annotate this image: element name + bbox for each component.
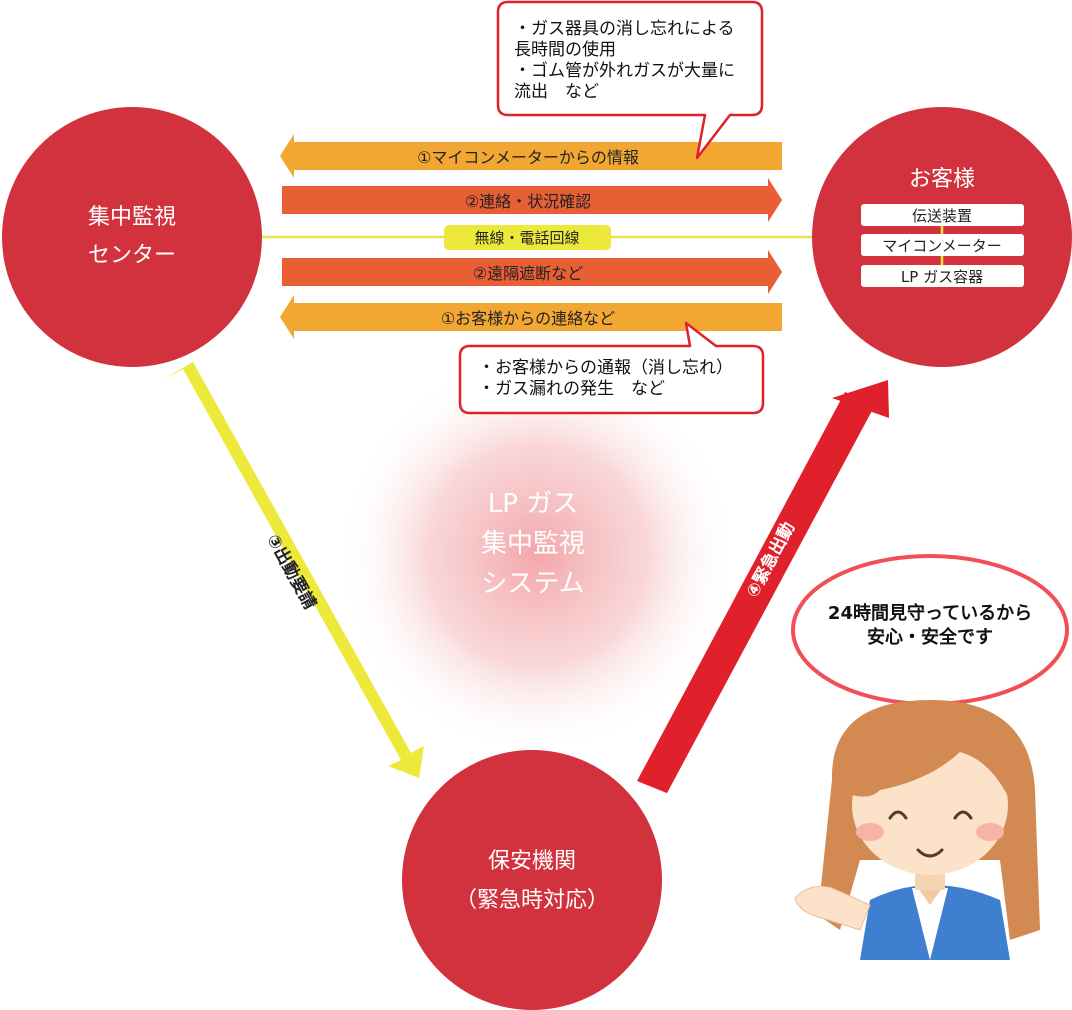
- arrow-remote-shutoff: ②遠隔遮断など: [282, 250, 782, 294]
- operator-illustration: [794, 700, 1040, 960]
- callout-top: [496, 0, 764, 160]
- arrow-contact-check-label: ②連絡・状況確認: [465, 192, 591, 211]
- system-glow: [337, 355, 737, 755]
- system-title: LP ガス 集中監視 システム: [481, 489, 585, 599]
- callout-middle-line: ・お客様からの通報（消し忘れ）: [478, 358, 733, 378]
- system-title-line: LP ガス: [488, 489, 578, 519]
- node-customer-title: お客様: [909, 167, 975, 192]
- device-box: [861, 234, 1024, 256]
- device-box: [861, 265, 1024, 287]
- node-security-agency-line2: （緊急時対応）: [455, 888, 609, 913]
- system-title-line: システム: [481, 569, 584, 599]
- callout-top-line: ・ゴム管が外れガスが大量に: [514, 61, 735, 81]
- callout-top-line: 流出 など: [514, 82, 599, 102]
- node-monitoring-center-line2: センター: [88, 243, 176, 268]
- callout-top-line: 長時間の使用: [514, 40, 616, 60]
- node-customer: お客様 伝送装置 マイコンメーター LP ガス容器: [812, 107, 1072, 367]
- arrow-customer-contact-label: ①お客様からの連絡など: [441, 309, 615, 328]
- node-security-agency: 保安機関 （緊急時対応）: [402, 750, 662, 1010]
- callout-top-text: ・ガス器具の消し忘れによる 長時間の使用 ・ゴム管が外れガスが大量に 流出 など: [514, 19, 754, 103]
- speech-line: 安心・安全です: [867, 626, 993, 648]
- callout-middle: [458, 321, 765, 415]
- system-title-line: 集中監視: [481, 529, 585, 559]
- device-box: [861, 204, 1024, 226]
- arrow-customer-contact: ①お客様からの連絡など: [280, 295, 782, 339]
- callout-middle-text: ・お客様からの通報（消し忘れ） ・ガス漏れの発生 など: [478, 358, 758, 400]
- node-security-agency-line1: 保安機関: [488, 849, 576, 874]
- device-label: 伝送装置: [912, 207, 972, 225]
- node-monitoring-center-line1: 集中監視: [88, 205, 176, 230]
- arrow-remote-shutoff-label: ②遠隔遮断など: [473, 264, 583, 283]
- device-label: マイコンメーター: [882, 237, 1002, 255]
- device-label: LP ガス容器: [901, 268, 983, 286]
- channel-badge: 無線・電話回線: [444, 225, 611, 250]
- node-monitoring-center: 集中監視 センター: [2, 107, 262, 367]
- arrow-micom-info: ①マイコンメーターからの情報: [280, 134, 782, 178]
- callout-middle-line: ・ガス漏れの発生 など: [478, 379, 665, 399]
- callout-top-line: ・ガス器具の消し忘れによる: [514, 19, 735, 39]
- channel-badge-label: 無線・電話回線: [474, 229, 579, 247]
- arrow-micom-info-label: ①マイコンメーターからの情報: [417, 148, 639, 167]
- arrow-contact-check: ②連絡・状況確認: [282, 178, 782, 222]
- speech-line: 24時間見守っているから: [828, 602, 1032, 624]
